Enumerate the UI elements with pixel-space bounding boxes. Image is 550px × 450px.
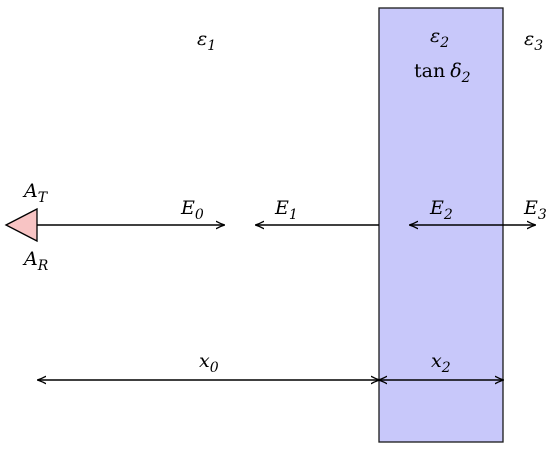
label-e3: E3 xyxy=(523,197,547,223)
label-eps1: ε1 xyxy=(197,28,216,54)
label-x0: x0 xyxy=(199,350,219,376)
antenna-triangle xyxy=(4,207,38,243)
label-e1: E1 xyxy=(274,197,298,223)
label-a-r: AR xyxy=(22,248,49,274)
label-x2: x2 xyxy=(431,350,451,376)
label-eps3: ε3 xyxy=(524,28,543,54)
label-eps2: ε2 xyxy=(430,25,449,51)
label-a-t: AT xyxy=(22,180,49,206)
label-e0: E0 xyxy=(180,197,204,223)
label-e2: E2 xyxy=(429,197,453,223)
